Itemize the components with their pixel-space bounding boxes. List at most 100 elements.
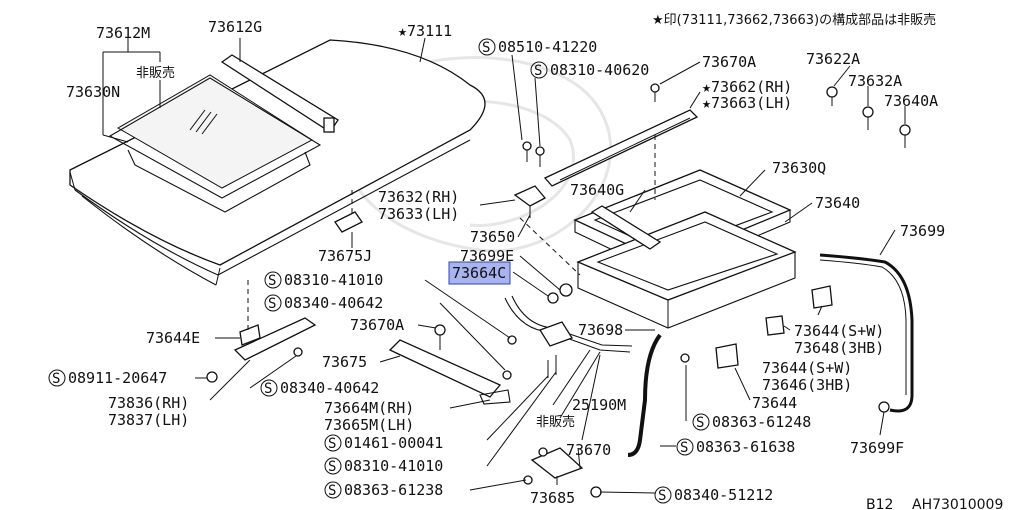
label-73644-sw-1: 73644(S+W) (794, 322, 884, 340)
screw-prefix: S (658, 488, 666, 504)
screw-circle-icon (676, 438, 694, 456)
label-73640G: 73640G (570, 181, 624, 199)
label-73632: 73632(RH) (378, 188, 459, 206)
fastener-icons (826, 86, 911, 148)
label-73836: 73836(RH) (108, 394, 189, 412)
weatherstrip-73612G (220, 54, 339, 133)
footer-code: AH73010009 (912, 497, 1003, 510)
label-hihanbai-1: 非販売 (136, 65, 175, 81)
label-08510-41220: 08510-41220 (498, 38, 597, 56)
screw-circle-icon (530, 61, 548, 79)
drain-hose-73698 (627, 333, 662, 457)
label-08310-41010-a: 08310-41010 (284, 271, 383, 289)
screw-prefix: S (482, 40, 490, 56)
footer-model: B12 (866, 497, 893, 510)
label-73670: 73670 (566, 441, 611, 459)
label-73622A: 73622A (806, 50, 860, 68)
seal-bar-73640G (590, 205, 662, 250)
label-73699E: 73699E (460, 247, 514, 265)
label-73670A-mid: 73670A (350, 316, 404, 334)
screw-prefix: S (328, 483, 336, 499)
screw-circle-icon (260, 379, 278, 397)
label-73675: 73675 (322, 353, 367, 371)
label-73632A: 73632A (848, 72, 902, 90)
screw-icon (522, 83, 660, 167)
label-73644: 73644 (752, 394, 797, 412)
label-73644E: 73644E (146, 329, 200, 347)
label-73837: 73837(LH) (108, 411, 189, 429)
label-73665M: 73665M(LH) (324, 416, 414, 434)
label-08363-61238: 08363-61238 (344, 481, 443, 499)
screw-prefix: S (680, 440, 688, 456)
screw-circle-icon (324, 457, 342, 475)
label-08363-61248: 08363-61248 (712, 413, 811, 431)
label-73640: 73640 (815, 194, 860, 212)
screw-prefix: S (264, 381, 272, 397)
label-73699F: 73699F (850, 439, 904, 457)
screw-circle-icon (264, 271, 282, 289)
label-73630N: 73630N (66, 83, 120, 101)
label-73612M: 73612M (96, 24, 150, 42)
label-73662: ★73662(RH) (702, 78, 792, 96)
screw-icon (206, 324, 690, 498)
label-08310-41010-b: 08310-41010 (344, 457, 443, 475)
label-73685: 73685 (530, 489, 575, 507)
rail-73662 (543, 109, 699, 187)
label-73644-sw-2: 73644(S+W) (762, 359, 852, 377)
label-73664C[interactable]: 73664C (452, 264, 506, 282)
label-73663: ★73663(LH) (702, 94, 792, 112)
bracket-73685 (530, 447, 584, 479)
screw-prefix: S (52, 371, 60, 387)
label-73633: 73633(LH) (378, 205, 459, 223)
label-08340-40642-b: 08340-40642 (280, 379, 379, 397)
drain-hose-73699 (819, 253, 914, 413)
screw-circle-icon (692, 413, 710, 431)
label-hihanbai-2: 非販売 (536, 414, 575, 430)
label-73648: 73648(3HB) (794, 339, 884, 357)
pad-73675J (334, 211, 363, 233)
label-73111: ★73111 (398, 22, 452, 40)
label-01461-00041: 01461-00041 (344, 434, 443, 452)
labels: ★印(73111,73662,73663)の構成部品は非販売 73612M 73… (48, 12, 1003, 510)
label-73630Q: 73630Q (772, 159, 826, 177)
screw-prefix: S (268, 296, 276, 312)
leader-lines (102, 37, 906, 494)
leader (519, 217, 581, 276)
screw-prefix: S (268, 273, 276, 289)
screw-circle-icon (264, 294, 282, 312)
screw-circle-icon (324, 434, 342, 452)
roof-opening (127, 149, 311, 213)
screw-circle-icon (48, 369, 66, 387)
bracket-73644-set (715, 285, 833, 369)
clip-73664C (547, 283, 573, 304)
screw-circle-icon (324, 481, 342, 499)
label-73699: 73699 (900, 222, 945, 240)
screw-circle-icon (478, 38, 496, 56)
label-73646: 73646(3HB) (762, 376, 852, 394)
label-73670A-top: 73670A (702, 53, 756, 71)
guide-rail-73836 (233, 317, 317, 361)
roof-panel-73111 (69, 39, 486, 286)
deflector-73675 (388, 339, 502, 398)
screw-circle-icon (654, 486, 672, 504)
sunroof-frame-73640 (576, 211, 797, 329)
harness-73664M (504, 295, 633, 353)
label-73612G: 73612G (208, 18, 262, 36)
label-08340-51212: 08340-51212 (674, 486, 773, 504)
label-08340-40642-a: 08340-40642 (284, 294, 383, 312)
label-73650: 73650 (470, 228, 515, 246)
label-25190M: 25190M (572, 396, 626, 414)
label-08310-40620: 08310-40620 (550, 61, 649, 79)
label-08911-20647: 08911-20647 (68, 369, 167, 387)
label-73664M: 73664M(RH) (324, 399, 414, 417)
label-73698: 73698 (578, 321, 623, 339)
label-73675J: 73675J (318, 247, 372, 265)
screw-prefix: S (328, 436, 336, 452)
label-08363-61638: 08363-61638 (696, 438, 795, 456)
bracket-73632 (513, 185, 547, 207)
label-73640A: 73640A (884, 92, 938, 110)
highlight-box (448, 261, 511, 285)
glass-panel-73630N (108, 74, 322, 199)
screw-prefix: S (696, 415, 704, 431)
